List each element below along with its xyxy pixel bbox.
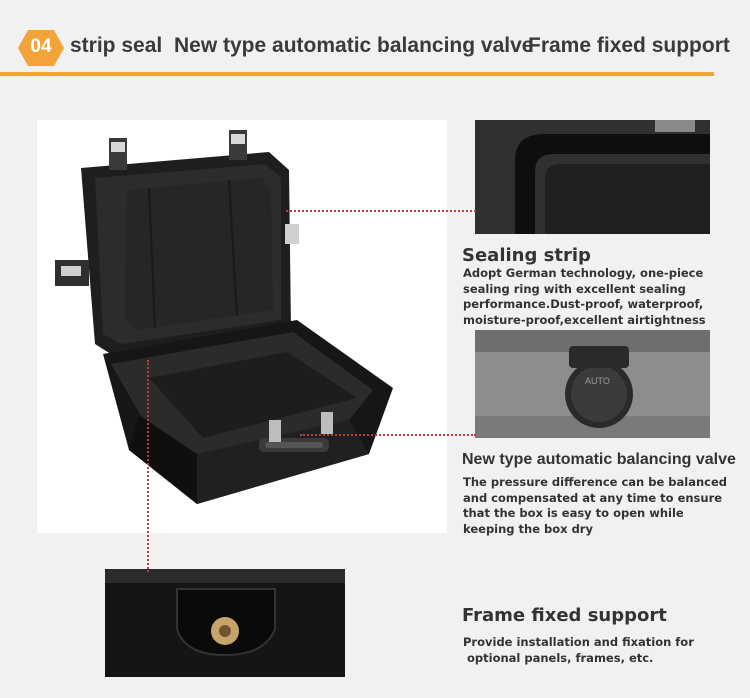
desc-line: Adopt German technology, one-piece	[463, 266, 704, 280]
feature-title-valve: New type automatic balancing valve	[462, 451, 736, 468]
header-item-strip-seal: strip seal	[70, 34, 163, 57]
header-divider	[0, 72, 714, 76]
desc-line: performance.Dust-proof, waterproof,	[463, 297, 704, 311]
step-number-badge: 04	[18, 30, 64, 66]
feature-title-sealing: Sealing strip	[462, 245, 591, 266]
guide-line-valve	[300, 434, 476, 436]
header-item-balancing-valve: New type automatic balancing valve	[174, 34, 534, 57]
feature-desc-valve: The pressure difference can be balanced …	[463, 475, 727, 537]
balancing-valve-photo: AUTO	[475, 330, 710, 438]
guide-line-sealing	[286, 210, 476, 212]
desc-line: Provide installation and fixation for	[463, 635, 694, 649]
header-item-frame-support: Frame fixed support	[528, 34, 730, 57]
guide-line-frame	[147, 360, 149, 572]
desc-line: moisture-proof,excellent airtightness	[463, 312, 706, 327]
case-product-photo	[37, 120, 447, 533]
desc-line: that the box is easy to open while	[463, 506, 684, 520]
desc-line: and compensated at any time to ensure	[463, 490, 723, 505]
desc-line: keeping the box dry	[463, 521, 593, 536]
feature-desc-sealing: Adopt German technology, one-piece seali…	[463, 266, 706, 328]
desc-line: The pressure difference can be balanced	[463, 475, 727, 489]
valve-auto-label: AUTO	[585, 376, 610, 386]
desc-line: optional panels, frames, etc.	[463, 650, 654, 665]
desc-line: sealing ring with excellent sealing	[463, 281, 686, 296]
section-header: 04 strip seal New type automatic balanci…	[0, 0, 750, 78]
frame-support-photo	[105, 569, 345, 677]
feature-title-frame: Frame fixed support	[462, 605, 667, 626]
feature-desc-frame: Provide installation and fixation for op…	[463, 635, 694, 666]
step-number: 04	[30, 36, 52, 57]
sealing-strip-photo	[475, 120, 710, 234]
